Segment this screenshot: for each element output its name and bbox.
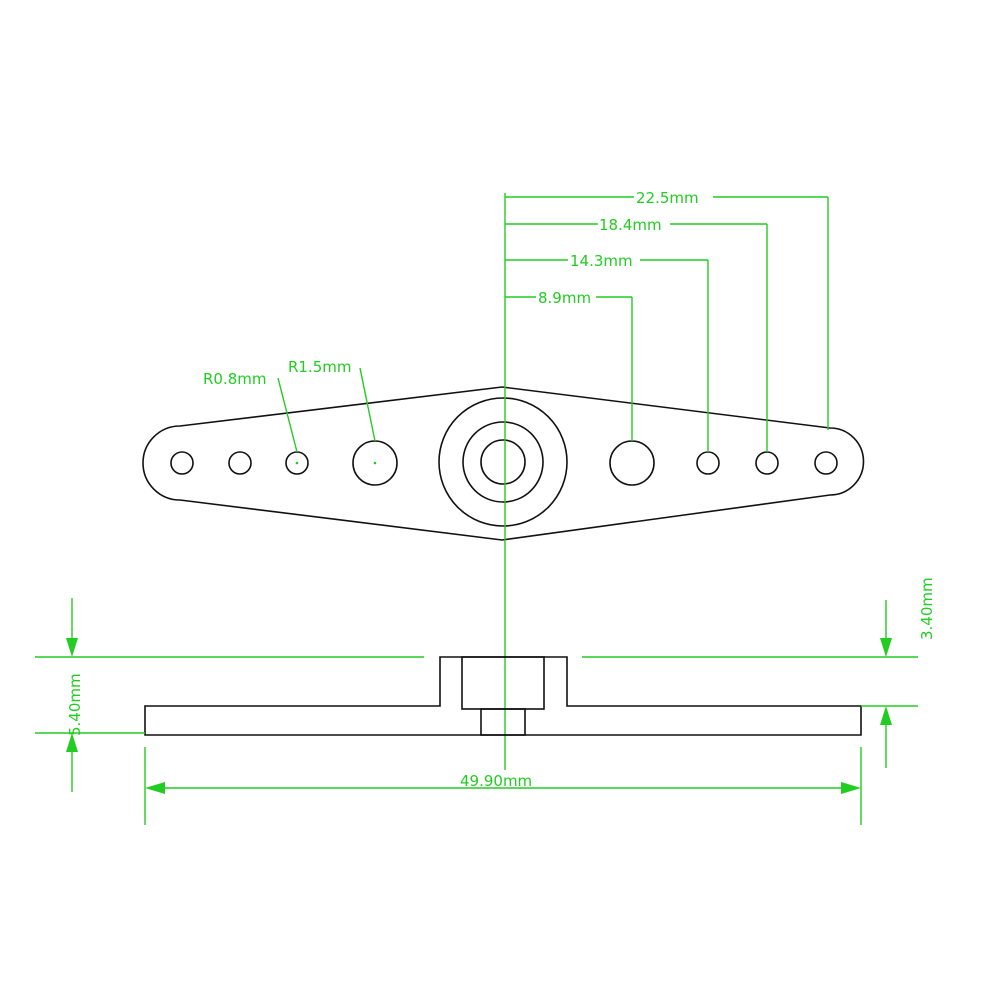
servo-arm-side-view — [144, 656, 862, 736]
left-hole-1-center — [373, 461, 377, 465]
dim-14-3-label: 14.3mm — [570, 252, 633, 270]
height-total-arrowhead-bottom — [66, 733, 78, 752]
left-hole-2-center — [295, 461, 299, 465]
left-hole-4 — [170, 451, 194, 475]
side-view-dimensions: 5.40mm 3.40mm 49.90mm — [35, 577, 936, 825]
dim-22-5-label: 22.5mm — [636, 189, 699, 207]
height-hub-arrowhead-bottom — [880, 706, 892, 725]
radius-small-leader — [277, 377, 298, 453]
radius-small-label: R0.8mm — [203, 370, 267, 388]
hub-spline-hole — [480, 439, 526, 485]
hub-bore — [480, 708, 526, 736]
right-hole-3 — [755, 451, 779, 475]
hub-middle-ring — [462, 421, 544, 503]
height-hub-label: 3.40mm — [918, 577, 936, 640]
left-hole-3 — [228, 451, 252, 475]
height-total-label: 5.40mm — [66, 673, 84, 736]
length-total-label: 49.90mm — [460, 772, 532, 790]
height-total-arrowhead-top — [66, 638, 78, 657]
right-hole-1 — [609, 440, 655, 486]
length-arrowhead-left — [145, 782, 165, 794]
length-arrowhead-right — [841, 782, 861, 794]
hole-offset-dimensions: 22.5mm 18.4mm 14.3mm 8.9mm R0.8mm R1.5mm — [203, 189, 829, 770]
side-profile — [144, 656, 862, 736]
right-hole-4 — [814, 451, 838, 475]
radius-large-label: R1.5mm — [288, 358, 352, 376]
height-hub-arrowhead-top — [880, 638, 892, 657]
hub-insert — [461, 656, 545, 710]
arm-outline — [142, 386, 865, 541]
hub-outer-ring — [438, 397, 568, 527]
dim-8-9-label: 8.9mm — [538, 289, 591, 307]
servo-arm-top-view — [142, 386, 865, 541]
radius-large-leader — [359, 367, 376, 442]
dim-18-4-label: 18.4mm — [599, 216, 662, 234]
right-hole-2 — [696, 451, 720, 475]
